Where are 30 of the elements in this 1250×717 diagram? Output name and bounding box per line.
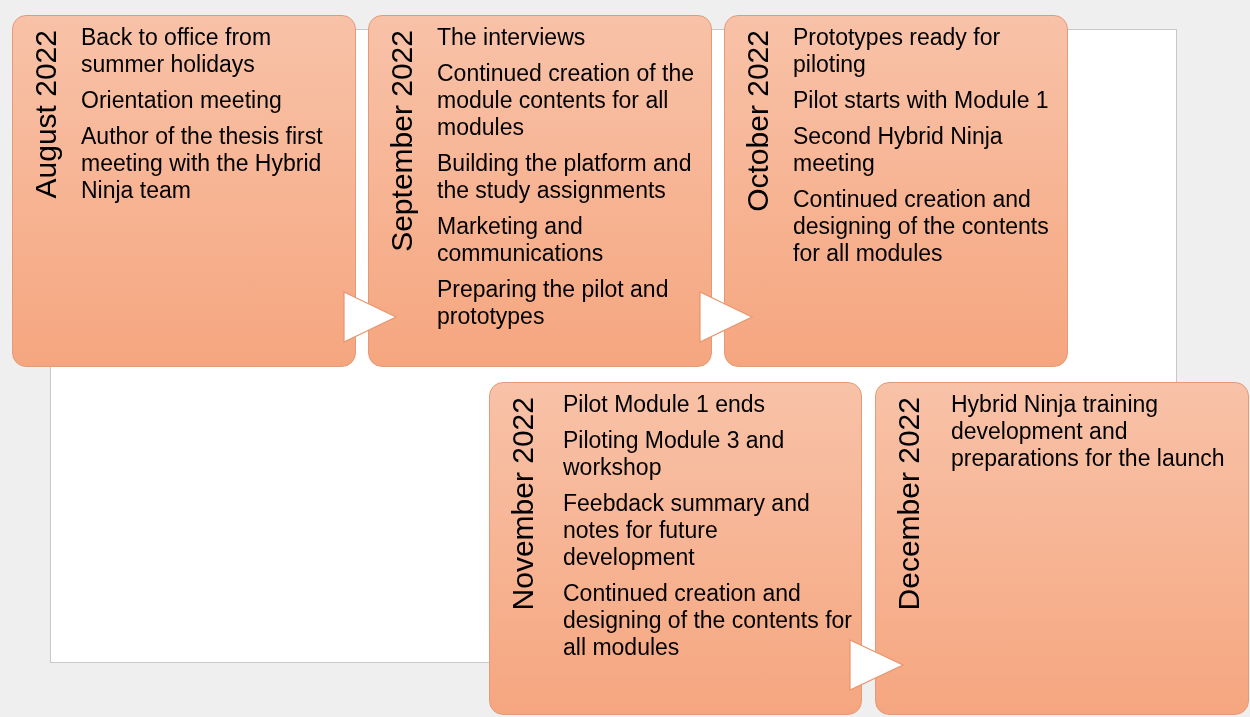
activity-text: Pilot Module 1 ends <box>563 391 766 418</box>
month-card <box>724 15 1068 367</box>
month-label: August 2022 <box>31 30 61 199</box>
month-label: December 2022 <box>894 397 924 611</box>
activity-text: Back to office from summer holidays <box>81 24 273 78</box>
activity-text: Pilot starts with Module 1 <box>793 87 1050 114</box>
activity-text: Marketing and communications <box>437 213 605 267</box>
activity-text: Author of the thesis first meeting with the Hybrid Ninja team <box>81 123 324 204</box>
activity-text: Continued creation and designing of the contents for all modules <box>793 186 1050 267</box>
activity-text: Continued creation and designing of the contents for all modules <box>563 580 853 661</box>
month-card <box>12 15 356 367</box>
activity-text: Feebdack summary and notes for future development <box>563 490 811 571</box>
month-card <box>875 382 1249 715</box>
month-label: November 2022 <box>508 397 538 611</box>
activity-text: Continued creation of the module contents for all modules <box>437 60 695 141</box>
month-card <box>489 382 862 715</box>
activity-text: The interviews <box>437 24 587 51</box>
activity-text: Preparing the pilot and prototypes <box>437 276 670 330</box>
activity-text: Orientation meeting <box>81 87 283 114</box>
arrow <box>849 639 905 691</box>
activity-text: Piloting Module 3 and workshop <box>563 427 786 481</box>
month-label: September 2022 <box>387 30 417 252</box>
month-label: October 2022 <box>743 30 773 212</box>
activity-text: Hybrid Ninja training development and preparations for the launch <box>951 391 1226 472</box>
arrow <box>343 291 398 343</box>
activity-text: Building the platform and the study assignments <box>437 150 693 204</box>
month-card <box>368 15 712 367</box>
activity-text: Prototypes ready for piloting <box>793 24 1002 78</box>
arrow <box>699 291 754 343</box>
activity-text: Second Hybrid Ninja meeting <box>793 123 1004 177</box>
